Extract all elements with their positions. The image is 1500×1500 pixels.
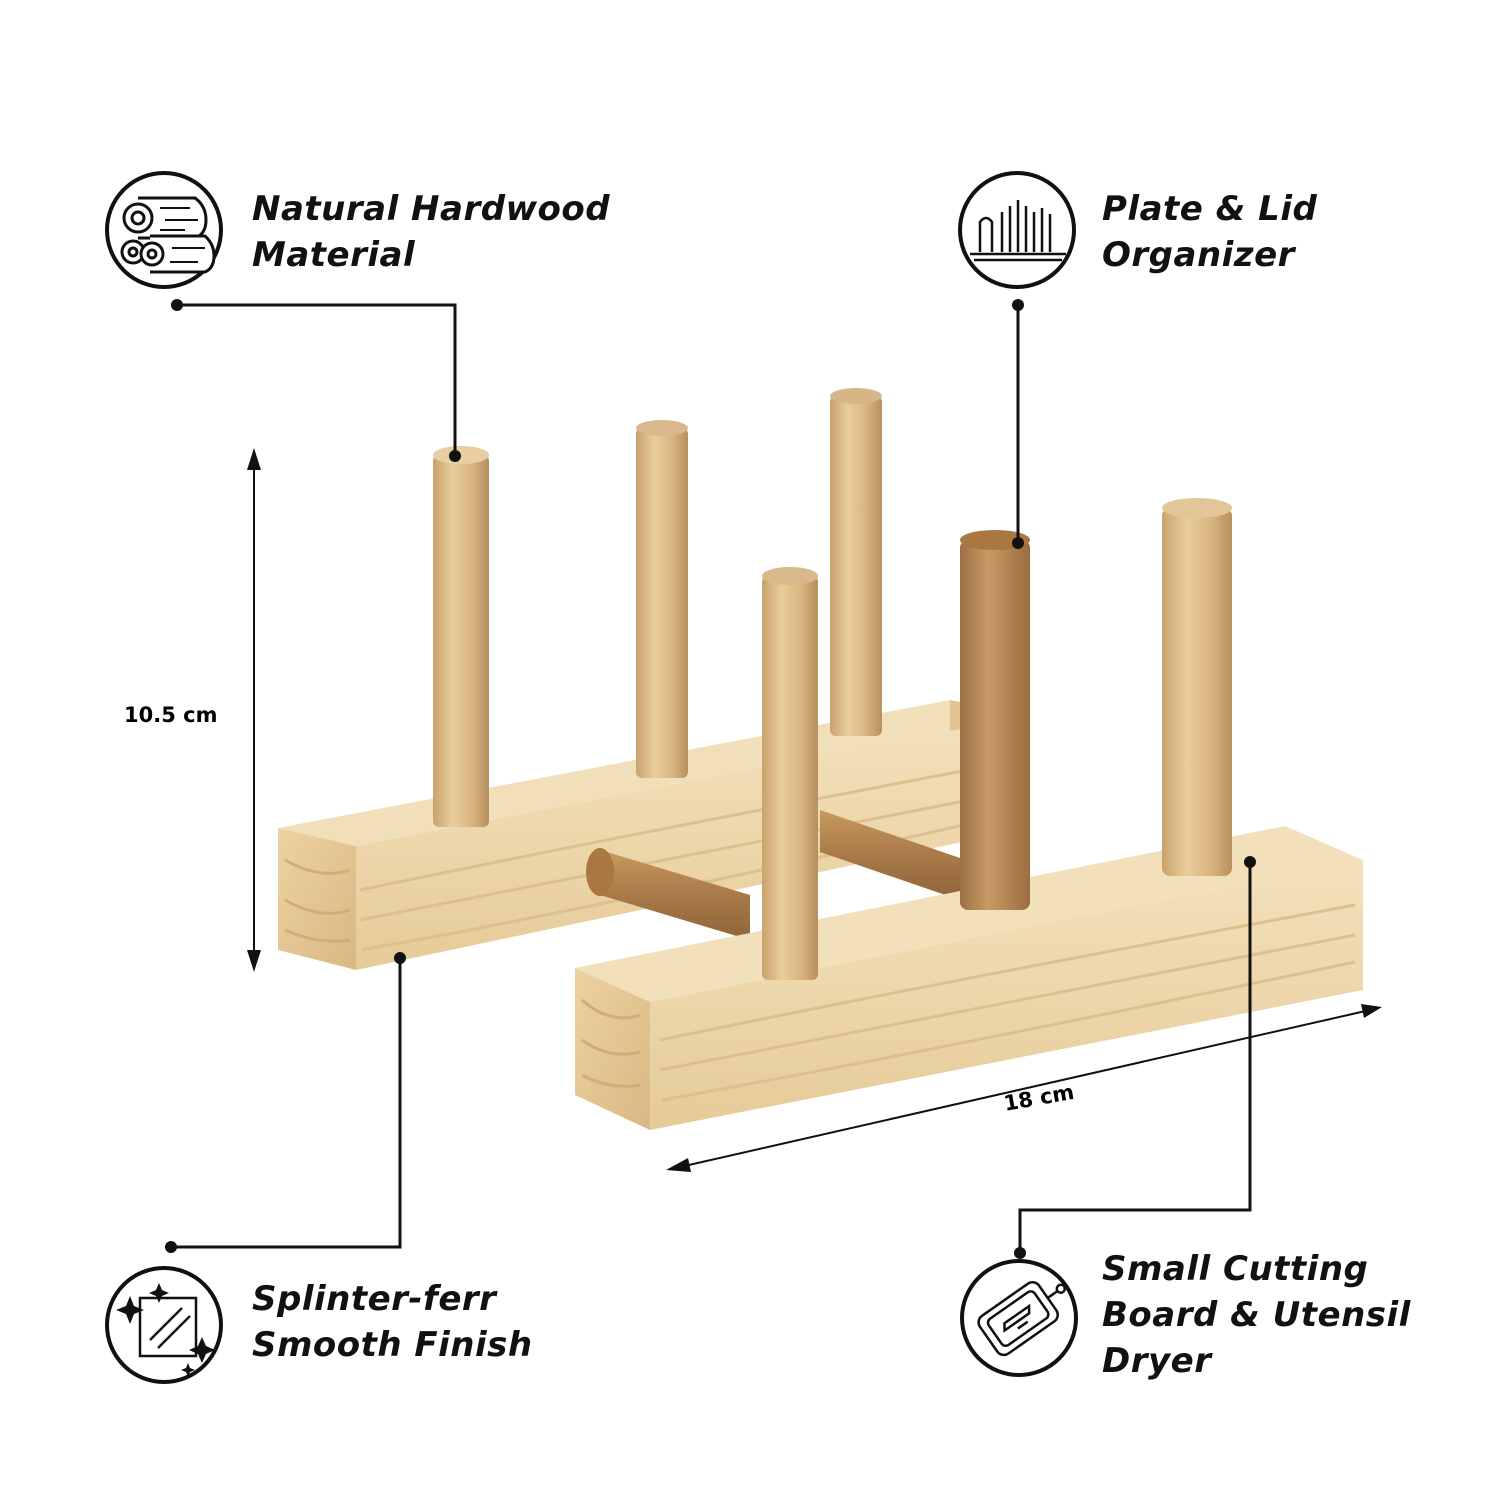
plate-rack-icon [958,171,1076,289]
feature-finish-line1: Splinter-ferr [252,1279,497,1319]
feature-hardwood-line1: Natural Hardwood [252,189,611,229]
feature-organizer: Plate & Lid Organizer [1102,186,1317,278]
height-dimension-arrow [247,448,261,972]
feature-dryer: Small Cutting Board & Utensil Dryer [1102,1246,1411,1384]
callout-lines [171,303,1252,1253]
cutting-board-icon [960,1259,1078,1377]
wood-logs-icon [105,171,223,289]
feature-dryer-line1: Small Cutting [1102,1249,1369,1289]
front-pegs [762,498,1232,980]
sparkle-glass-icon [105,1266,223,1384]
feature-hardwood-line2: Material [252,235,416,275]
height-dimension-label: 10.5 cm [124,703,218,727]
feature-dryer-line3: Dryer [1102,1341,1212,1381]
feature-organizer-line2: Organizer [1102,235,1295,275]
feature-finish: Splinter-ferr Smooth Finish [252,1276,533,1368]
length-dimension-arrow [666,1004,1382,1172]
back-pegs [433,388,882,827]
feature-organizer-line1: Plate & Lid [1102,189,1318,229]
callout-dots [165,299,1256,1259]
feature-finish-line2: Smooth Finish [252,1325,533,1365]
feature-dryer-line2: Board & Utensil [1102,1295,1411,1335]
feature-hardwood: Natural Hardwood Material [252,186,610,278]
cross-dowels [586,810,960,940]
